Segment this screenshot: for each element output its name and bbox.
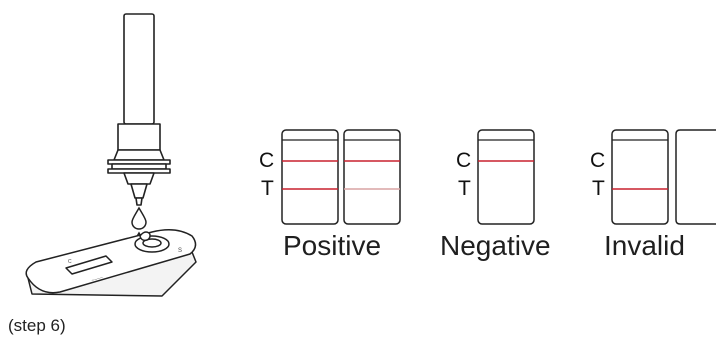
drop-icon [131, 206, 147, 230]
test-cassette-icon: C ~~~~ S [25, 229, 197, 297]
result-strip-positive-2 [343, 129, 401, 225]
test-marker: T [458, 177, 471, 200]
svg-text:S: S [178, 248, 182, 254]
test-marker: T [261, 177, 274, 200]
svg-text:~~~~: ~~~~ [91, 275, 104, 284]
dropper-bottle-icon [107, 13, 171, 206]
test-marker: T [592, 177, 605, 200]
result-strip-invalid-1 [611, 129, 669, 225]
result-label-negative: Negative [440, 230, 551, 261]
step-caption: (step 6) [8, 316, 66, 335]
result-strip-negative [477, 129, 535, 225]
control-marker: C [590, 149, 606, 172]
control-marker: C [456, 149, 472, 172]
result-label-positive: Positive [283, 230, 382, 261]
control-marker: C [259, 149, 275, 172]
result-strip-invalid-2 [675, 129, 716, 225]
result-label-invalid: Invalid [604, 230, 685, 261]
result-strip-positive-1 [281, 129, 339, 225]
svg-text:C: C [68, 259, 72, 265]
